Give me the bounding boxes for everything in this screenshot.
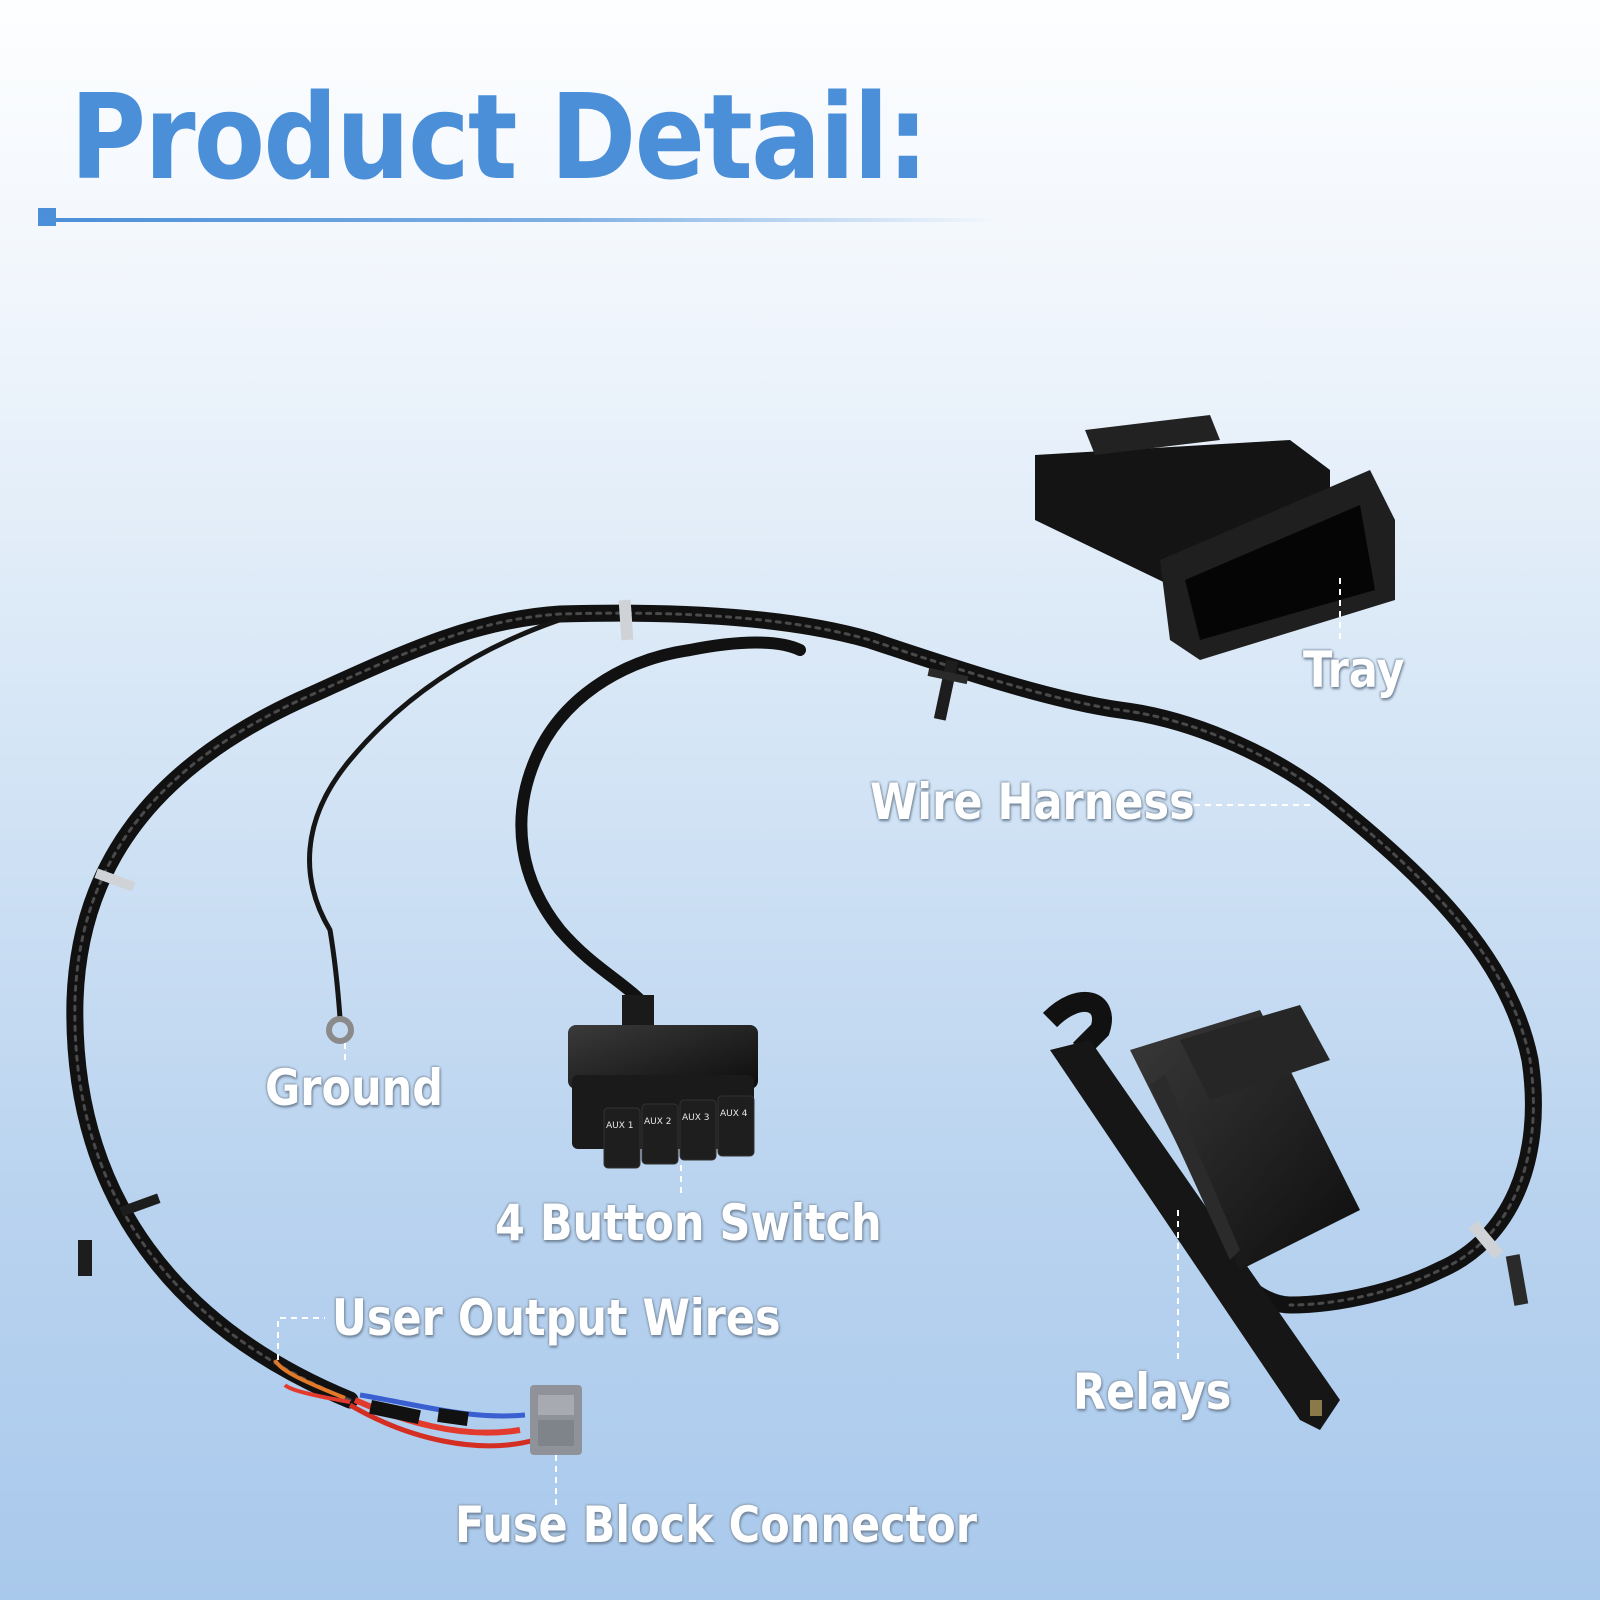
user-output-leader-line (277, 1317, 325, 1360)
relays-label: Relays (1073, 1363, 1232, 1421)
user-output-wires (273, 1358, 536, 1449)
switch-button-aux-4: AUX 4 (717, 1095, 755, 1157)
switch-branch-cable (515, 636, 806, 1006)
tray-label: Tray (1303, 641, 1405, 699)
fuse-block-connector-label: Fuse Block Connector (455, 1496, 977, 1554)
switch-button-aux-3: AUX 3 (679, 1099, 717, 1161)
main-harness-cable (66, 604, 1542, 1409)
zip-tie (1468, 1220, 1504, 1260)
button-switch-label: 4 Button Switch (495, 1194, 882, 1252)
user-output-wires-label: User Output Wires (332, 1289, 781, 1347)
aux-1-label: AUX 1 (606, 1121, 634, 1131)
push-clip (1505, 1254, 1529, 1306)
push-clip (78, 1193, 161, 1276)
aux-2-label: AUX 2 (644, 1117, 672, 1127)
aux-3-label: AUX 3 (682, 1113, 710, 1123)
title-underline (38, 218, 998, 222)
aux-4-label: AUX 4 (720, 1109, 748, 1119)
tray (1035, 415, 1395, 660)
push-clip (927, 659, 969, 721)
relay-box (1042, 992, 1360, 1430)
switch-button-aux-1: AUX 1 (603, 1107, 641, 1169)
zip-tie (618, 599, 634, 641)
ground-label: Ground (265, 1059, 444, 1117)
ground-ring-terminal (326, 1016, 354, 1044)
zip-tie (94, 868, 136, 892)
switch-button-aux-2: AUX 2 (641, 1103, 679, 1165)
ground-wire (307, 615, 568, 1021)
fuse-block-connector (530, 1385, 582, 1455)
page-title: Product Detail: (70, 68, 929, 206)
four-button-switch: AUX 1 AUX 2 AUX 3 AUX 4 (568, 995, 758, 1169)
wire-harness-label: Wire Harness (870, 773, 1195, 831)
main-harness-highlight (73, 611, 1535, 1402)
